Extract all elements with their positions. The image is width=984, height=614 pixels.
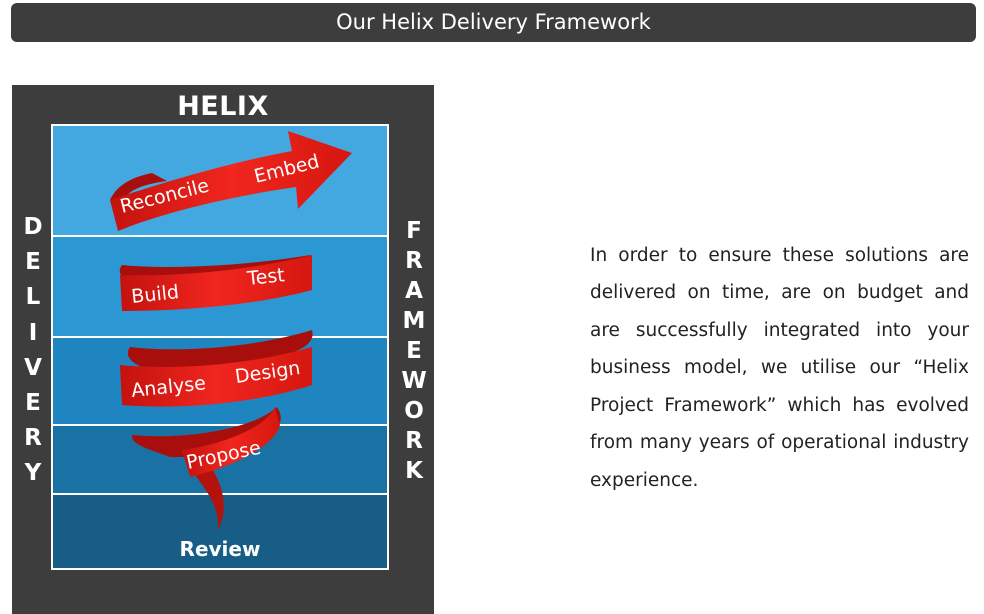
delivery-letter: R [24, 425, 42, 452]
helix-ribbon: Propose Analyse Design Build Test Reconc… [110, 131, 352, 531]
framework-letter: R [405, 428, 423, 454]
ribbon-front-segment [120, 255, 312, 311]
delivery-letter: L [25, 284, 41, 311]
stage-label-review: Review [179, 537, 261, 561]
framework-vertical-label: F R A M E W O R K [399, 216, 429, 486]
delivery-letter: D [23, 214, 43, 240]
framework-description: In order to ensure these solutions are d… [590, 244, 969, 492]
framework-letter: R [405, 248, 423, 274]
framework-letter: M [402, 308, 426, 334]
ribbon-front-segment [110, 131, 352, 231]
ribbon-front-segment [182, 407, 280, 477]
helix-heading: HELIX [177, 91, 269, 122]
delivery-letter: E [25, 390, 41, 417]
ribbon-tail [187, 463, 224, 531]
delivery-vertical-label: D E L I V E R Y [18, 210, 48, 492]
section-title: Our Helix Delivery Framework [336, 10, 651, 34]
delivery-letter: V [24, 354, 42, 381]
stage-label-test: Test [245, 264, 286, 290]
delivery-letter: I [28, 319, 38, 346]
framework-letter: O [404, 398, 424, 424]
framework-letter: A [405, 278, 423, 304]
framework-letter: E [406, 338, 422, 364]
section-title-bar: Our Helix Delivery Framework [11, 3, 976, 42]
delivery-letter: E [25, 249, 41, 276]
framework-letter: F [406, 218, 422, 244]
framework-letter: W [401, 368, 427, 394]
ribbon-front-segment [120, 347, 312, 407]
helix-diagram: HELIX D E L I V E R Y F R A M E W O R K [12, 85, 434, 614]
stage-label-build: Build [130, 281, 180, 308]
delivery-letter: Y [24, 460, 42, 487]
framework-letter: K [405, 458, 423, 484]
